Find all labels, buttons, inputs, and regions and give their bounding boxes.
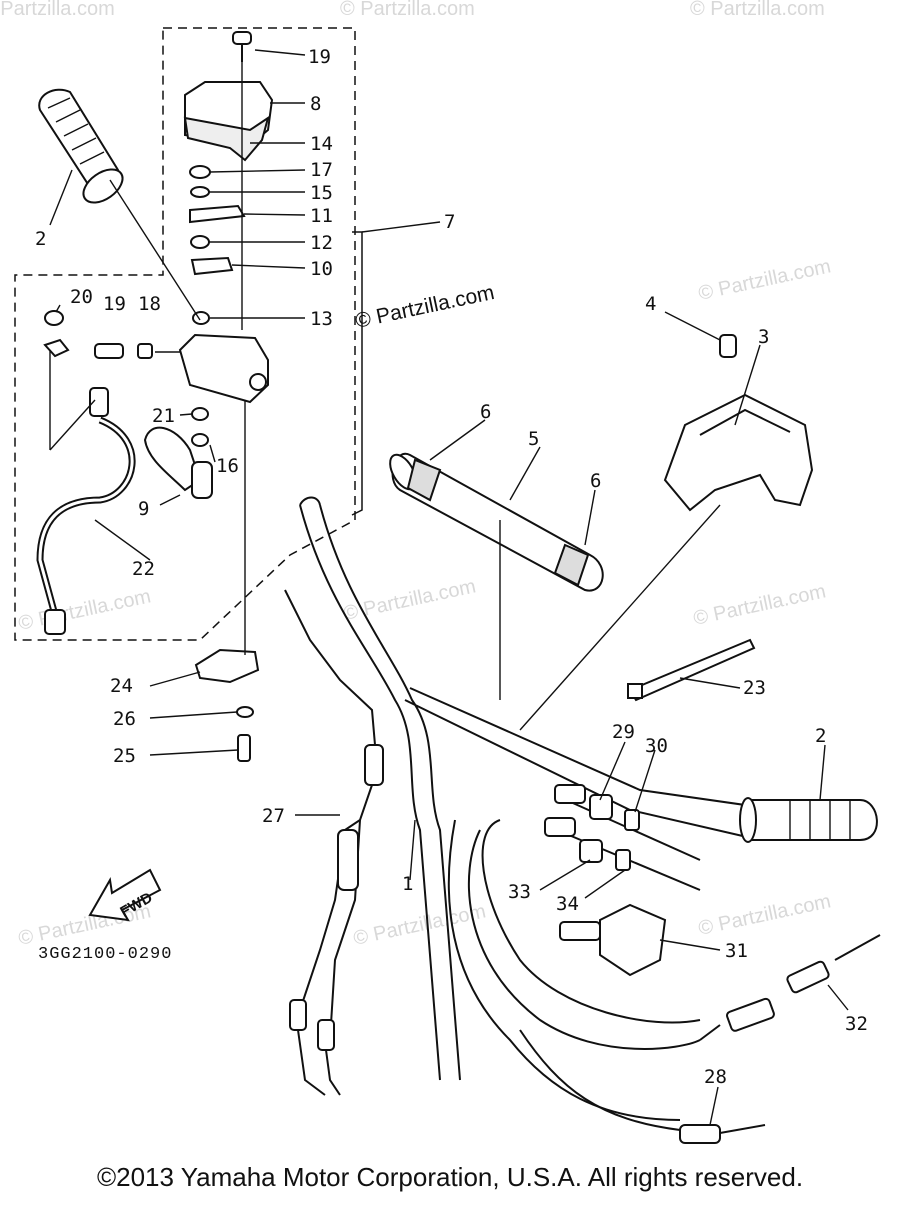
switch-cover [183,81,274,162]
callout-31: 31 [725,940,748,962]
watermark: © Partzilla.com [691,580,827,630]
watermark: © Partzilla.com [341,575,477,625]
center-watermark: © Partzilla.com [353,281,496,333]
watermark: © Partzilla.com [690,0,825,20]
callout-27: 27 [262,805,285,827]
small-parts-stack [189,31,252,276]
cable-32 [699,934,881,1041]
handlebar-pad [389,452,604,592]
cable-22-connector [89,387,109,417]
lever-adjusters [544,784,640,871]
callout-22: 22 [132,558,155,580]
callout-6-left: 6 [480,401,491,423]
callout-18: 18 [138,293,161,315]
callout-5: 5 [528,428,539,450]
callout-numbers: 2 19 8 14 17 15 11 12 10 13 7 20 19 18 2… [35,46,868,1088]
callout-4: 4 [645,293,656,315]
callout-25: 25 [113,745,136,767]
callout-33: 33 [508,881,531,903]
callout-20: 20 [70,286,93,308]
right-switch [663,334,814,512]
callout-2-left: 2 [35,228,46,250]
callout-3: 3 [758,326,769,348]
callout-30: 30 [645,735,668,757]
watermark: © Partzilla.com [351,900,487,950]
watermark: © Partzilla.com [0,0,115,20]
callout-1: 1 [402,873,413,895]
lever-cables [447,794,701,1121]
callout-34: 34 [556,893,579,915]
leader-lines [49,49,849,1126]
throttle-lever [143,407,213,499]
callout-29: 29 [612,721,635,743]
callout-8: 8 [310,93,321,115]
left-grip [38,88,124,204]
right-grip [739,797,878,843]
watermark: © Partzilla.com [16,585,152,635]
fwd-arrow: FWD [88,868,162,922]
callout-19-top: 19 [308,46,331,68]
callout-23: 23 [743,677,766,699]
watermark: © Partzilla.com [696,255,832,305]
lower-bracket-parts [194,648,260,762]
cable-tie [627,638,756,702]
callout-12: 12 [310,232,333,254]
callout-7: 7 [444,211,455,233]
callout-26: 26 [113,708,136,730]
callout-13: 13 [310,308,333,330]
callout-19-left: 19 [103,293,126,315]
callout-6-right: 6 [590,470,601,492]
switch-assembly-box [14,27,356,641]
callout-15: 15 [310,182,333,204]
callout-11: 11 [310,205,333,227]
callout-28: 28 [704,1066,727,1088]
throttle-cable [284,589,384,1096]
handlebar [299,496,781,1081]
watermark: © Partzilla.com [696,890,832,940]
brake-switch [559,903,667,977]
watermark: © Partzilla.com [340,0,475,20]
callout-2-right: 2 [815,725,826,747]
part-code: 3GG2100-0290 [38,945,172,964]
callout-24: 24 [110,675,133,697]
callout-17: 17 [310,159,333,181]
callout-21: 21 [152,405,175,427]
copyright-notice: ©2013 Yamaha Motor Corporation, U.S.A. A… [96,1162,804,1192]
cable-22-end [44,609,66,635]
callout-32: 32 [845,1013,868,1035]
bracket-7 [351,231,363,516]
callout-14: 14 [310,133,333,155]
throttle-housing [178,311,269,404]
subassembly-boxes [14,27,356,641]
callout-10: 10 [310,258,333,280]
callout-9: 9 [138,498,149,520]
cable-28 [519,1029,766,1144]
screw-parts [43,310,153,359]
callout-16: 16 [216,455,239,477]
